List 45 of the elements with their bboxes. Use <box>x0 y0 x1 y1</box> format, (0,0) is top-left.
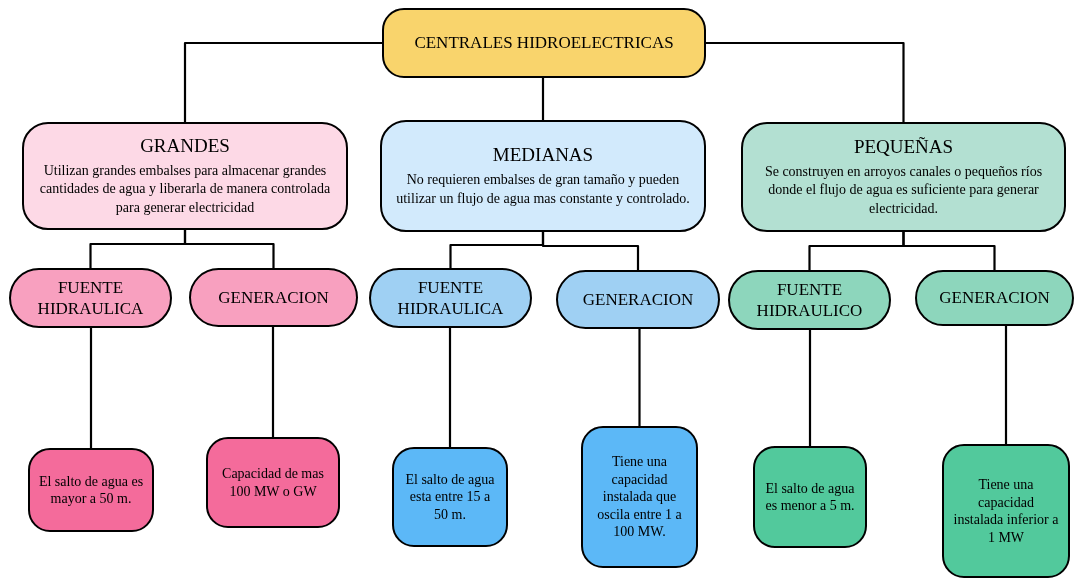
node-text: GENERACION <box>582 288 694 311</box>
detail-box <box>753 446 867 548</box>
detail-box <box>942 444 1070 578</box>
category-box <box>741 122 1066 232</box>
title-box <box>382 8 706 78</box>
node-text: El salto de agua es mayor a 50 m. <box>38 472 144 508</box>
node-text: GENERACION <box>939 287 1050 309</box>
node-text: No requieren embalses de gran tamaño y pueden utilizar un flujo de agua mas constante y controlado. <box>395 171 691 208</box>
subcategory-pill <box>369 268 532 328</box>
connector-line <box>183 41 382 122</box>
node-text: Se construyen en arroyos canales o pequeños ríos donde el flujo de agua es suficiente para generar electricidad. <box>763 162 1044 219</box>
category-box <box>22 122 348 230</box>
connector-line <box>541 232 640 270</box>
node-text: FUENTE HIDRAULICA <box>396 276 505 320</box>
connector-line <box>902 232 996 270</box>
heading-text: GRANDES <box>140 133 230 158</box>
node-text: Utilizan grandes embalses para almacenar grandes cantidades de agua y liberarla de manera controlada para generar electricidad <box>38 161 332 218</box>
subcategory-pill <box>728 270 891 330</box>
node-text: FUENTE HIDRAULICO <box>755 278 864 322</box>
category-box <box>380 120 706 232</box>
connector-line <box>638 329 641 426</box>
node-text: Capacidad de mas 100 MW o GW <box>221 465 325 500</box>
detail-box <box>206 437 340 528</box>
node-text: Tiene una capacidad instalada inferior a 1 MW <box>952 476 1060 546</box>
node-text: CENTRALES HIDROELECTRICAS <box>414 32 674 54</box>
connector-line <box>271 327 275 437</box>
subcategory-pill <box>915 270 1074 326</box>
connector-line <box>808 330 812 446</box>
node-text: El salto de agua esta entre 15 a 50 m. <box>404 470 496 524</box>
detail-box <box>581 426 698 568</box>
subcategory-pill <box>9 268 172 328</box>
node-text: Tiene una capacidad instalada que oscila entre 1 a 100 MW. <box>596 453 683 541</box>
detail-box <box>392 447 508 547</box>
heading-text: MEDIANAS <box>492 143 594 167</box>
connector-line <box>541 78 545 120</box>
connector-line <box>448 328 452 447</box>
heading-text: PEQUEÑAS <box>853 134 954 159</box>
connector-line <box>89 328 93 448</box>
node-text: GENERACION <box>218 286 329 309</box>
node-text: FUENTE HIDRAULICA <box>36 276 145 320</box>
node-text: El salto de agua es menor a 5 m. <box>764 479 856 515</box>
connector-line <box>706 41 905 122</box>
detail-box <box>28 448 154 532</box>
connector-line <box>1004 326 1008 444</box>
connector-line <box>183 230 275 268</box>
